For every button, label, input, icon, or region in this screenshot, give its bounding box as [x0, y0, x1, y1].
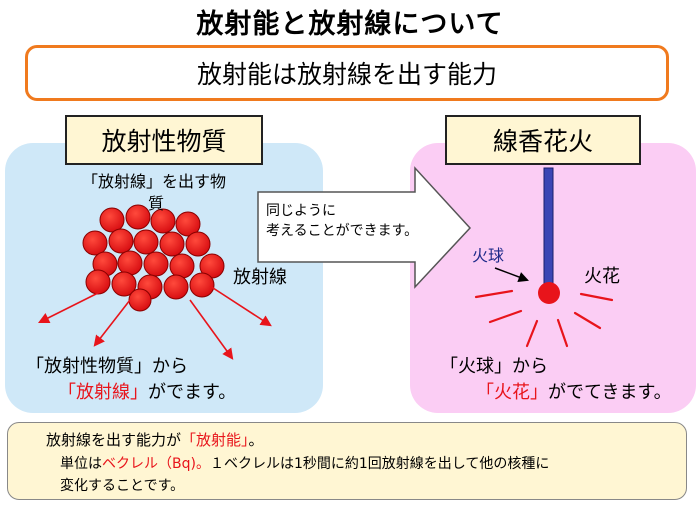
summary-box: 放射線を出す能力が「放射能」。 単位はベクレル（Bq)。１ベクレルは1秒間に約1… — [7, 422, 687, 500]
sparks-label: 火花 — [584, 266, 620, 287]
material-caption-line1: 「放射線」を出す物 — [82, 172, 227, 191]
radioactive-material-panel — [5, 143, 323, 413]
arrow-text-line2: 考えることができます。 — [266, 223, 419, 239]
summary-line2-red: ベクレル（Bq)。 — [102, 456, 210, 472]
summary-line2: 単位はベクレル（Bq)。１ベクレルは1秒間に約1回放射線を出して他の核種に — [60, 453, 549, 473]
summary-line1-red: 「放射能」 — [181, 431, 249, 449]
right-bottom-red: 「火花」 — [476, 382, 548, 403]
definition-text: 放射能は放射線を出す能力 — [196, 60, 497, 89]
fireball-pointer-arrow — [494, 267, 529, 282]
summary-line3: 変化することです。 — [60, 478, 185, 494]
sparkler-heading: 線香花火 — [445, 115, 641, 165]
left-bottom-line2: 「放射線」がでます。 — [58, 378, 236, 404]
fireball-label: 火球 — [472, 246, 505, 265]
definition-box: 放射能は放射線を出す能力 — [25, 45, 669, 101]
summary-line1-suffix: 。 — [248, 431, 264, 449]
left-bottom-red: 「放射線」 — [58, 382, 148, 403]
right-bottom-rest: がでてきます。 — [548, 382, 672, 403]
sparkler-heading-text: 線香花火 — [492, 127, 593, 156]
right-bottom-line2: 「火花」がでてきます。 — [476, 378, 672, 404]
right-bottom-line1: 「火球」から — [440, 356, 548, 377]
left-bottom-rest: がでます。 — [148, 382, 237, 403]
spark-lines — [474, 289, 614, 348]
fireball — [538, 282, 560, 304]
left-bottom-line1: 「放射性物質」から — [26, 356, 188, 377]
summary-line2-prefix: 単位は — [60, 456, 102, 472]
radiation-label: 放射線 — [233, 267, 287, 288]
radioactive-material-heading: 放射性物質 — [65, 115, 263, 165]
radioactive-material-heading-text: 放射性物質 — [101, 127, 227, 156]
summary-line1: 放射線を出す能力が「放射能」。 — [46, 429, 264, 450]
radioactive-nucleus-cluster — [82, 204, 225, 312]
sparkler-stick — [543, 167, 554, 286]
arrow-text-line1: 同じように — [266, 203, 336, 219]
material-caption-line2: 質 — [148, 194, 165, 213]
page-title: 放射能と放射線について — [196, 9, 504, 40]
summary-line2-suffix: １ベクレルは1秒間に約1回放射線を出して他の核種に — [209, 456, 550, 472]
summary-line1-prefix: 放射線を出す能力が — [46, 431, 182, 449]
arrow-text: 同じように 考えることができます。 — [266, 201, 418, 241]
transition-arrow — [257, 166, 472, 289]
radiation-arrows — [37, 285, 272, 360]
